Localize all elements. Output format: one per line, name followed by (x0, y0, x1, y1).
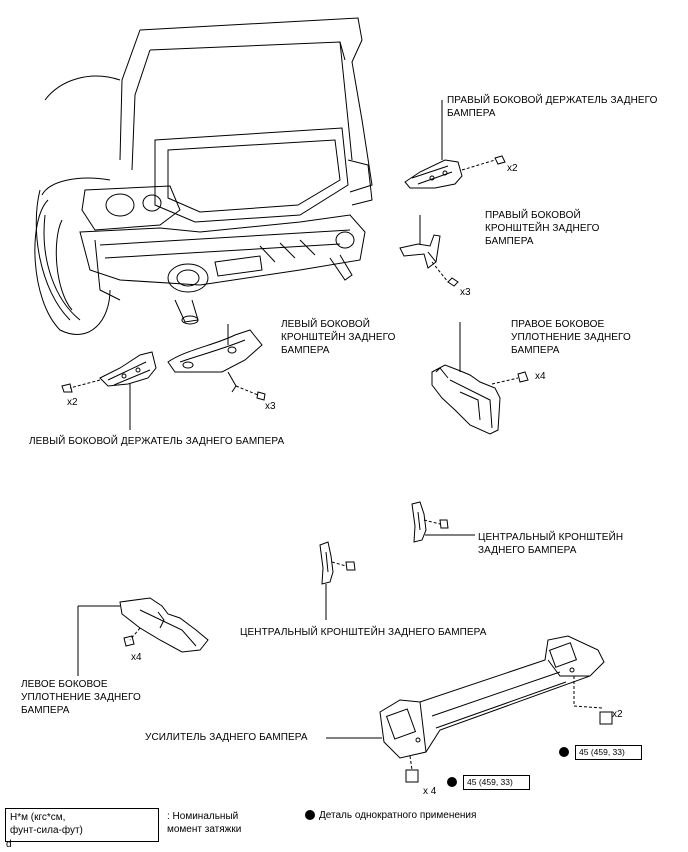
label-right-side-bracket: ПРАВЫЙ БОКОВОЙ КРОНШТЕЙН ЗАДНЕГО БАМПЕРА (485, 210, 600, 247)
qty-left-seal-screws: x4 (131, 652, 142, 663)
label-left-side-retainer: ЛЕВЫЙ БОКОВОЙ ДЕРЖАТЕЛЬ ЗАДНЕГО БАМПЕРА (29, 436, 285, 447)
legend-non-reusable-dot (305, 810, 315, 820)
qty-right-bracket-screws: x3 (460, 287, 471, 298)
torque-box-right: 45 (459, 33) (575, 745, 642, 760)
qty-right-seal-screws: x4 (535, 371, 546, 382)
rear-bumper-reinforcement-part (326, 635, 613, 783)
left-side-seal-part (77, 597, 209, 676)
qty-left-retainer-screws: x2 (67, 397, 78, 408)
non-reusable-dot-left (447, 777, 457, 787)
left-side-retainer-part (61, 351, 157, 430)
center-bracket-left-part (319, 541, 356, 620)
qty-left-bracket-screws: x3 (265, 401, 276, 412)
label-right-side-seal: ПРАВОЕ БОКОВОЕ УПЛОТНЕНИЕ ЗАДНЕГО БАМПЕР… (511, 319, 631, 356)
qty-reinforcement-left-bolts: x 4 (423, 786, 437, 797)
label-right-side-retainer: ПРАВЫЙ БОКОВОЙ ДЕРЖАТЕЛЬ ЗАДНЕГО БАМПЕРА (447, 95, 658, 119)
right-side-bracket-part (399, 215, 459, 287)
non-reusable-dot-right (559, 747, 569, 757)
label-center-bracket-left: ЦЕНТРАЛЬНЫЙ КРОНШТЕЙН ЗАДНЕГО БАМПЕРА (240, 627, 487, 638)
legend-units-box: Н*м (кгс*см, фунт-сила-фут) (5, 808, 159, 842)
label-reinforcement: УСИЛИТЕЛЬ ЗАДНЕГО БАМПЕРА (145, 732, 308, 743)
legend-non-reusable-text: Деталь однократного применения (319, 810, 477, 821)
torque-box-left: 45 (459, 33) (463, 775, 530, 790)
qty-right-retainer-screws: x2 (507, 163, 518, 174)
legend-units-meaning: : Номинальный момент затяжки (167, 811, 242, 835)
corner-mark: d (6, 839, 12, 850)
label-left-side-seal: ЛЕВОЕ БОКОВОЕ УПЛОТНЕНИЕ ЗАДНЕГО БАМПЕРА (21, 679, 141, 716)
label-left-side-bracket: ЛЕВЫЙ БОКОВОЙ КРОНШТЕЙН ЗАДНЕГО БАМПЕРА (281, 319, 396, 356)
vehicle-rear-illustration (34, 17, 373, 335)
right-side-seal-part (431, 322, 529, 435)
qty-reinforcement-right-nuts: x2 (612, 709, 623, 720)
right-side-retainer-part (404, 100, 506, 189)
center-bracket-right-part (411, 501, 475, 543)
label-center-bracket-right: ЦЕНТРАЛЬНЫЙ КРОНШТЕЙН ЗАДНЕГО БАМПЕРА (478, 532, 624, 556)
left-side-bracket-part (167, 324, 266, 401)
